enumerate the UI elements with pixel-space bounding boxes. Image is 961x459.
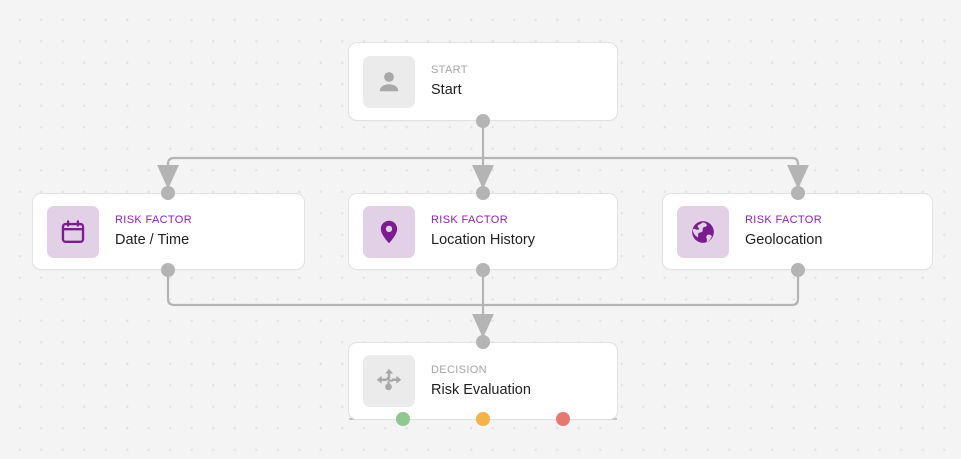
port-date-time-in[interactable] (161, 186, 175, 200)
node-risk-evaluation[interactable]: DECISION Risk Evaluation (348, 342, 618, 420)
edge-top-bus (166, 156, 800, 166)
node-start-icon-tile (363, 55, 415, 108)
node-location-history-icon-tile (363, 205, 415, 258)
map-pin-icon (380, 220, 398, 243)
node-date-time-icon-tile (47, 205, 99, 258)
port-risk-evaluation-low[interactable] (396, 412, 410, 426)
node-location-history[interactable]: RISK FACTOR Location History (348, 193, 618, 270)
node-geolocation-icon-tile (677, 205, 729, 258)
port-geolocation-out[interactable] (791, 263, 805, 277)
node-start[interactable]: START Start (348, 42, 618, 121)
node-geolocation[interactable]: RISK FACTOR Geolocation (662, 193, 933, 270)
node-start-title: Start (431, 82, 462, 99)
port-risk-evaluation-in[interactable] (476, 335, 490, 349)
branch-directions-icon (376, 368, 402, 391)
port-location-history-out[interactable] (476, 263, 490, 277)
node-risk-evaluation-title: Risk Evaluation (431, 381, 531, 398)
node-risk-evaluation-kicker: DECISION (431, 363, 487, 376)
port-date-time-out[interactable] (161, 263, 175, 277)
node-location-history-title: Location History (431, 232, 535, 249)
node-risk-evaluation-icon-tile (363, 355, 415, 407)
node-geolocation-title: Geolocation (745, 232, 823, 249)
node-date-time-text: RISK FACTOR Date / Time (115, 215, 192, 248)
port-location-history-in[interactable] (476, 186, 490, 200)
node-date-time[interactable]: RISK FACTOR Date / Time (32, 193, 305, 270)
node-start-text: START Start (431, 65, 468, 98)
globe-icon (692, 220, 714, 243)
node-geolocation-kicker: RISK FACTOR (745, 214, 822, 227)
port-risk-evaluation-med[interactable] (476, 412, 490, 426)
node-geolocation-text: RISK FACTOR Geolocation (745, 215, 822, 248)
port-start-out[interactable] (476, 114, 490, 128)
node-start-kicker: START (431, 64, 468, 77)
calendar-icon (61, 219, 85, 243)
node-date-time-title: Date / Time (115, 232, 190, 249)
node-date-time-kicker: RISK FACTOR (115, 214, 192, 227)
node-risk-evaluation-text: DECISION Risk Evaluation (431, 363, 531, 398)
port-geolocation-in[interactable] (791, 186, 805, 200)
port-risk-evaluation-high[interactable] (556, 412, 570, 426)
person-icon (379, 71, 399, 91)
node-location-history-kicker: RISK FACTOR (431, 214, 508, 227)
node-location-history-text: RISK FACTOR Location History (431, 215, 535, 248)
